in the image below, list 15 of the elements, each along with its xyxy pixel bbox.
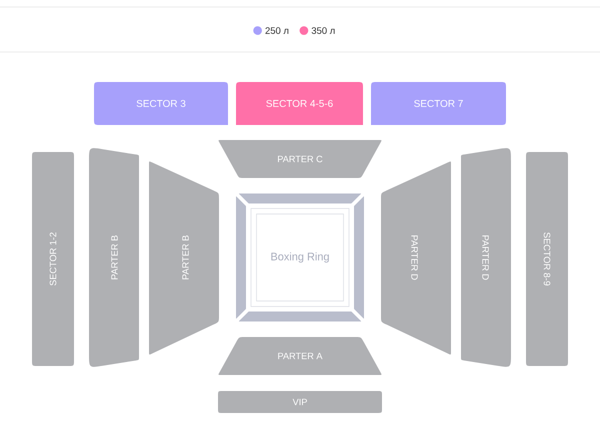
seating-block: PARTER C	[218, 140, 382, 178]
seating-block: SECTOR 8-9	[526, 152, 568, 366]
legend-label: 350 л	[312, 27, 335, 34]
seating-block: SECTOR 7	[371, 82, 506, 125]
boxing-ring: Boxing Ring	[236, 193, 364, 322]
seating-block: SECTOR 3	[94, 82, 228, 125]
seating-block: PARTER B	[89, 148, 139, 367]
legend-label: 250 л	[265, 27, 288, 34]
seating-block: SECTOR 4-5-6	[236, 82, 363, 125]
seating-block: PARTER A	[218, 336, 382, 375]
seating-block: VIP	[218, 390, 382, 413]
seating-block: PARTER B	[149, 161, 219, 355]
seating-block: PARTER D	[461, 148, 511, 367]
seating-block: SECTOR 1-2	[32, 152, 74, 366]
seating-block: PARTER D	[381, 161, 451, 355]
